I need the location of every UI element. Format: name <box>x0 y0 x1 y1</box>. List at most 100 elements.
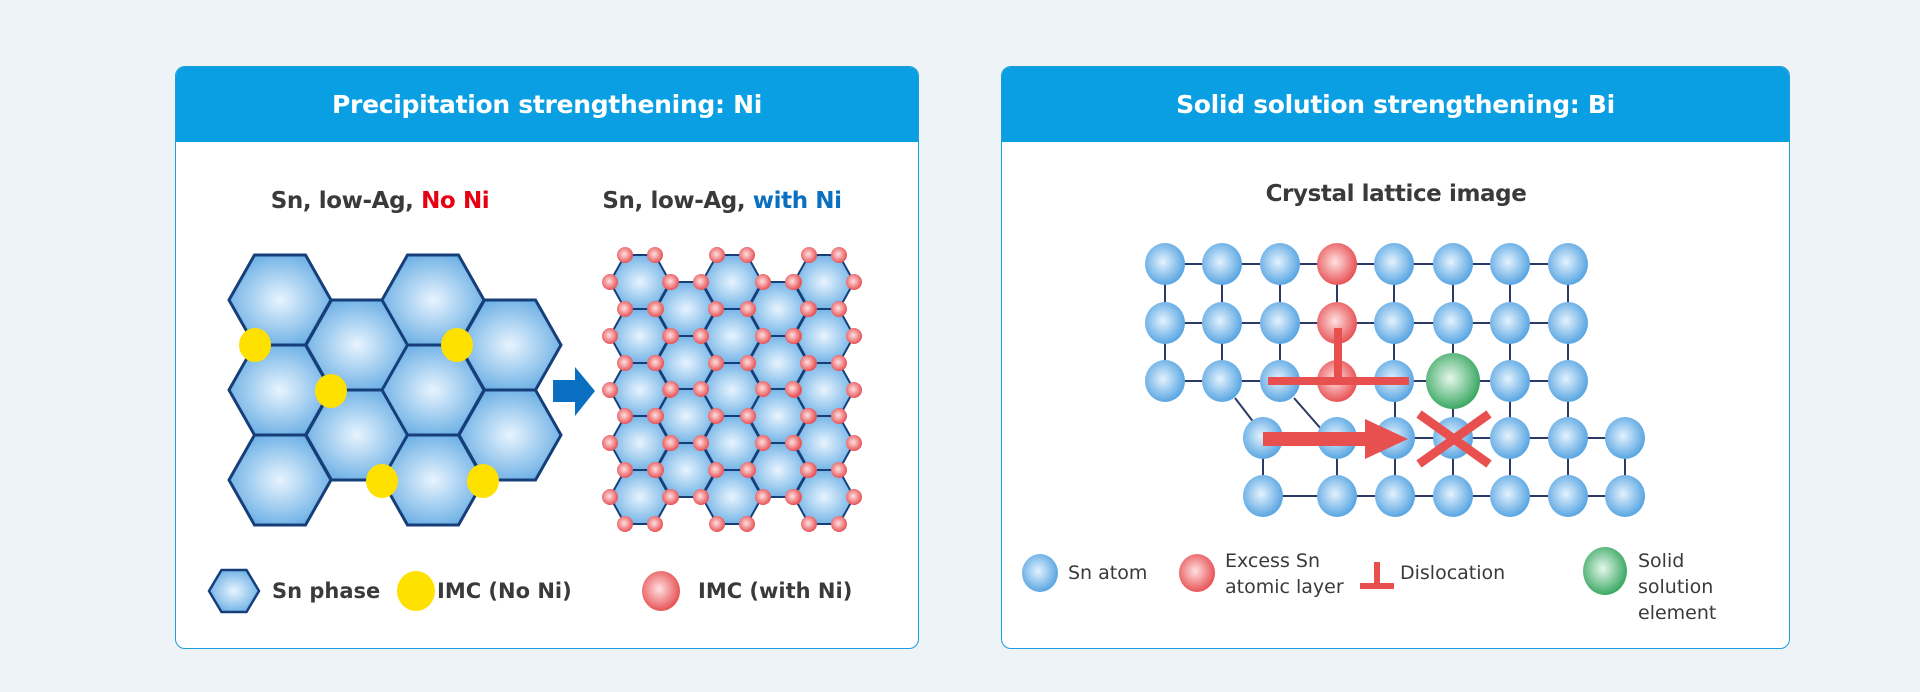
dislocation-legend-icon-stem <box>1374 562 1380 586</box>
imc-with-ni-dot <box>708 301 724 317</box>
imc-with-ni-dot <box>755 489 771 505</box>
imc-with-ni-dot <box>846 489 862 505</box>
sn-atom <box>1548 475 1588 517</box>
imc-with-ni-dot <box>785 328 801 344</box>
imc-with-ni-dot <box>785 435 801 451</box>
imc-with-ni-dot <box>801 516 817 532</box>
sn-atom <box>1490 475 1530 517</box>
imc-with-ni-dot <box>831 462 847 478</box>
sn-atom <box>1548 243 1588 285</box>
sn-atom <box>1433 302 1473 344</box>
imc-with-ni-dot <box>846 435 862 451</box>
imc-with-ni-dot <box>831 355 847 371</box>
imc-with-ni-dot <box>831 408 847 424</box>
imc-with-ni-dot <box>648 301 664 317</box>
blocked-cross-icon <box>1416 410 1492 468</box>
imc-with-ni-dot <box>846 274 862 290</box>
imc-with-ni-dot <box>831 301 847 317</box>
imc-with-ni-dot <box>663 381 679 397</box>
precipitation-panel-title: Precipitation strengthening: Ni <box>176 67 918 142</box>
imc-with-ni-dot <box>617 247 633 263</box>
legend-imc-no-ni: IMC (No Ni) <box>437 579 572 603</box>
sn-atom <box>1605 475 1645 517</box>
imc-with-ni-dot <box>755 274 771 290</box>
sn-atom <box>1374 302 1414 344</box>
imc-with-ni-dot <box>831 516 847 532</box>
imc-with-ni-dot <box>663 435 679 451</box>
imc-with-ni-dot <box>785 381 801 397</box>
sn-atom <box>1548 302 1588 344</box>
dislocation-icon <box>1334 328 1342 381</box>
imc-with-ni-dot <box>740 408 756 424</box>
imc-with-ni-dot <box>648 355 664 371</box>
subtitle-no-ni: Sn, low-Ag, No Ni <box>270 188 490 214</box>
subtitle-with-ni: Sn, low-Ag, with Ni <box>602 188 842 214</box>
imc-with-ni-dot <box>647 516 663 532</box>
solid-solution-panel: Solid solution strengthening: Bi <box>1001 66 1790 649</box>
sn-atom <box>1260 302 1300 344</box>
imc-with-ni-dot <box>740 301 756 317</box>
sn-atom <box>1202 243 1242 285</box>
solid-solution-panel-title: Solid solution strengthening: Bi <box>1002 67 1789 142</box>
imc-with-ni-dot <box>663 328 679 344</box>
sn-atom <box>1490 417 1530 459</box>
imc-with-ni-dot <box>800 462 816 478</box>
imc-with-ni-dot <box>708 408 724 424</box>
imc-with-ni-dot <box>708 462 724 478</box>
legend-sn-phase: Sn phase <box>272 579 381 603</box>
sn-atom <box>1202 360 1242 402</box>
imc-with-ni-dot <box>617 408 633 424</box>
sn-atom <box>1145 360 1185 402</box>
imc-with-ni-dot <box>800 355 816 371</box>
sn-atom <box>1375 475 1415 517</box>
imc-no-ni-dot <box>441 328 473 362</box>
imc-with-ni-dot <box>648 462 664 478</box>
imc-with-ni-dot <box>617 355 633 371</box>
imc-with-ni-dot <box>602 489 618 505</box>
imc-with-ni-dot <box>648 408 664 424</box>
legend-imc-with-ni: IMC (with Ni) <box>698 579 853 603</box>
imc-with-ni-dot <box>846 382 862 398</box>
sn-atom <box>1317 475 1357 517</box>
imc-with-ni-dot <box>693 435 709 451</box>
excess-sn-atom <box>1317 243 1357 285</box>
imc-no-ni-legend-icon <box>397 571 435 611</box>
imc-with-ni-dot <box>739 247 755 263</box>
imc-with-ni-dot <box>647 247 663 263</box>
sn-atom <box>1374 243 1414 285</box>
crystal-lattice <box>1145 243 1645 517</box>
imc-with-ni-dot <box>602 435 618 451</box>
imc-with-ni-dot <box>800 301 816 317</box>
sn-atom <box>1490 302 1530 344</box>
imc-with-ni-dot <box>693 274 709 290</box>
excess-sn-atom <box>1317 302 1357 344</box>
imc-with-ni-dot <box>709 516 725 532</box>
imc-with-ni-dot <box>801 247 817 263</box>
imc-with-ni-dot <box>709 247 725 263</box>
dislocation-motion-arrow <box>1263 419 1408 459</box>
imc-with-ni-dot <box>708 355 724 371</box>
imc-with-ni-dot <box>693 381 709 397</box>
imc-with-ni-dot <box>755 435 771 451</box>
imc-with-ni-dot <box>602 274 618 290</box>
imc-no-ni-dot <box>239 328 271 362</box>
imc-with-ni-dot <box>617 516 633 532</box>
imc-with-ni-dot <box>739 516 755 532</box>
imc-no-ni-dot <box>467 464 499 498</box>
imc-with-ni-dot <box>740 355 756 371</box>
imc-with-ni-dot <box>755 328 771 344</box>
imc-with-ni-dot <box>663 274 679 290</box>
sn-atom <box>1548 360 1588 402</box>
imc-with-ni-dot <box>785 274 801 290</box>
imc-no-ni-dot <box>315 374 347 408</box>
legend-sn-atom: Sn atom <box>1068 562 1148 584</box>
sn-atom <box>1433 475 1473 517</box>
imc-with-ni-dot <box>617 462 633 478</box>
arrow-right-icon <box>553 367 595 416</box>
sn-phase-with-ni-grains <box>602 247 862 532</box>
excess-sn-legend-icon <box>1179 554 1215 592</box>
legend-dislocation: Dislocation <box>1400 562 1506 584</box>
